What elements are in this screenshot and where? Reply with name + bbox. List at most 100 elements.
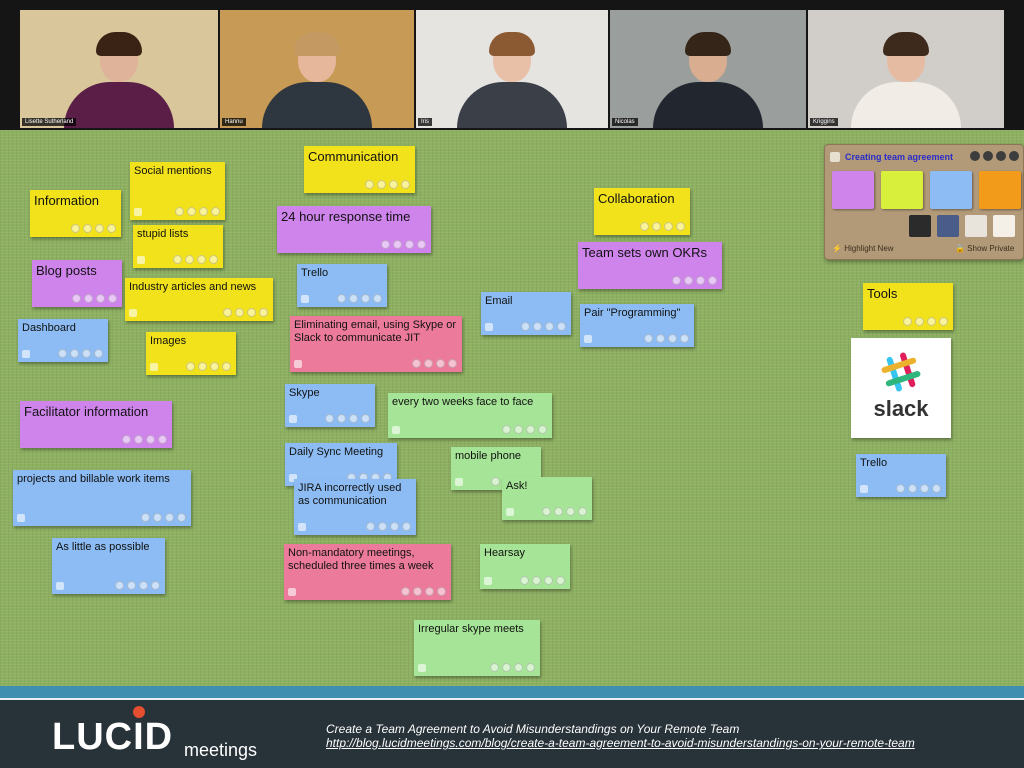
- note-action-icons[interactable]: [347, 473, 392, 482]
- sticky-note[interactable]: Facilitator information: [20, 401, 172, 448]
- sticky-note[interactable]: stupid lists: [133, 225, 223, 268]
- author-face-icon: [860, 485, 868, 493]
- note-text: Blog posts: [36, 263, 97, 278]
- slack-hash-icon: [881, 352, 921, 392]
- note-action-icons[interactable]: [71, 224, 116, 233]
- note-text: Trello: [860, 457, 888, 469]
- participant-figure: [653, 32, 763, 128]
- orange-note-swatch[interactable]: [979, 171, 1021, 209]
- note-text: Non-mandatory meetings, scheduled three …: [288, 547, 434, 572]
- note-text: Tools: [867, 286, 898, 301]
- note-action-icons[interactable]: [490, 663, 535, 672]
- video-tile-participant-2[interactable]: Hannu: [220, 10, 414, 128]
- author-face-icon: [455, 478, 463, 486]
- sticky-note[interactable]: Dashboard: [18, 319, 108, 362]
- sticky-note[interactable]: Blog posts: [32, 260, 122, 307]
- user-face-icon: [830, 152, 840, 162]
- note-action-icons[interactable]: [58, 349, 103, 358]
- author-face-icon: [22, 350, 30, 358]
- highlight-new-toggle[interactable]: ⚡ Highlight New: [832, 244, 894, 253]
- sticky-note-board[interactable]: Social mentions Communication Informatio…: [0, 130, 1024, 686]
- author-face-icon: [289, 474, 297, 482]
- sticky-note[interactable]: Information: [30, 190, 121, 237]
- sticky-note[interactable]: Hearsay: [480, 544, 570, 589]
- sticky-note[interactable]: Daily Sync Meeting: [285, 443, 397, 486]
- note-text: Trello: [301, 267, 329, 279]
- help-icon[interactable]: [970, 151, 980, 161]
- note-action-icons[interactable]: [672, 276, 717, 285]
- note-action-icons[interactable]: [366, 522, 411, 531]
- video-tile-participant-4[interactable]: Nicolas: [610, 10, 806, 128]
- sticky-note[interactable]: JIRA incorrectly used as communication: [294, 479, 416, 535]
- note-action-icons[interactable]: [115, 581, 160, 590]
- sticky-note[interactable]: Images: [146, 332, 236, 375]
- note-action-icons[interactable]: [640, 222, 685, 231]
- logo-subtitle: meetings: [184, 740, 258, 760]
- note-action-icons[interactable]: [325, 414, 370, 423]
- sticky-note[interactable]: Social mentions: [130, 162, 225, 220]
- sticky-note[interactable]: Team sets own OKRs: [578, 242, 722, 289]
- sticky-note[interactable]: 24 hour response time: [277, 206, 431, 253]
- show-private-toggle[interactable]: 🔒 Show Private: [955, 244, 1015, 253]
- info-icon[interactable]: [996, 151, 1006, 161]
- power-icon[interactable]: [1009, 151, 1019, 161]
- image-upload-icon[interactable]: [909, 215, 931, 237]
- note-action-icons[interactable]: [173, 255, 218, 264]
- film-strip-icon[interactable]: [937, 215, 959, 237]
- note-action-icons[interactable]: [520, 576, 565, 585]
- note-action-icons[interactable]: [542, 507, 587, 516]
- yellow-note-swatch[interactable]: [881, 171, 923, 209]
- caption-title: Create a Team Agreement to Avoid Misunde…: [326, 722, 740, 736]
- sticky-note[interactable]: Skype: [285, 384, 375, 427]
- note-action-icons[interactable]: [337, 294, 382, 303]
- note-action-icons[interactable]: [223, 308, 268, 317]
- note-action-icons[interactable]: [644, 334, 689, 343]
- note-action-icons[interactable]: [122, 435, 167, 444]
- sticky-note[interactable]: Eliminating email, using Skype or Slack …: [290, 316, 462, 372]
- sticky-note[interactable]: Email: [481, 292, 571, 335]
- note-action-icons[interactable]: [381, 240, 426, 249]
- note-action-icons[interactable]: [186, 362, 231, 371]
- note-palette-panel[interactable]: Creating team agreement ⚡ Highlight New …: [824, 144, 1024, 260]
- note-action-icons[interactable]: [175, 207, 220, 216]
- sticky-note[interactable]: Trello: [856, 454, 946, 497]
- sticky-note[interactable]: Ask!: [502, 477, 592, 520]
- note-action-icons[interactable]: [896, 484, 941, 493]
- note-text: Images: [150, 335, 187, 347]
- sticky-note[interactable]: As little as possible: [52, 538, 165, 594]
- sticky-note[interactable]: projects and billable work items: [13, 470, 191, 526]
- note-action-icons[interactable]: [141, 513, 186, 522]
- note-action-icons[interactable]: [72, 294, 117, 303]
- author-face-icon: [392, 426, 400, 434]
- video-tile-participant-1[interactable]: Lisette Sutherland: [20, 10, 218, 128]
- sticky-note[interactable]: Communication: [304, 146, 415, 193]
- sticky-note[interactable]: every two weeks face to face: [388, 393, 552, 438]
- note-action-icons[interactable]: [412, 359, 457, 368]
- board-title: Creating team agreement: [845, 152, 954, 162]
- paperclip-icon[interactable]: [965, 215, 987, 237]
- settings-icon[interactable]: [983, 151, 993, 161]
- note-action-icons[interactable]: [401, 587, 446, 596]
- sticky-note[interactable]: Irregular skype meets: [414, 620, 540, 676]
- sticky-note[interactable]: Tools: [863, 283, 953, 330]
- note-text: mobile phone: [455, 450, 522, 462]
- sticky-note[interactable]: Pair "Programming": [580, 304, 694, 347]
- sticky-note[interactable]: Non-mandatory meetings, scheduled three …: [284, 544, 451, 600]
- caption-link[interactable]: http://blog.lucidmeetings.com/blog/creat…: [326, 736, 915, 750]
- note-text: Eliminating email, using Skype or Slack …: [294, 319, 457, 344]
- blue-note-swatch[interactable]: [930, 171, 972, 209]
- palette-window-controls[interactable]: [970, 151, 1019, 161]
- note-action-icons[interactable]: [365, 180, 410, 189]
- sticky-note[interactable]: Collaboration: [594, 188, 690, 235]
- note-action-icons[interactable]: [502, 425, 547, 434]
- purple-note-swatch[interactable]: [832, 171, 874, 209]
- slack-logo-card[interactable]: slack: [851, 338, 951, 438]
- note-action-icons[interactable]: [903, 317, 948, 326]
- sticky-note[interactable]: Trello: [297, 264, 387, 307]
- note-action-icons[interactable]: [521, 322, 566, 331]
- video-tile-participant-5[interactable]: Kriggins: [808, 10, 1004, 128]
- blank-card-icon[interactable]: [993, 215, 1015, 237]
- sticky-note[interactable]: Industry articles and news: [125, 278, 273, 321]
- video-tile-participant-3[interactable]: Iris: [416, 10, 608, 128]
- author-face-icon: [418, 664, 426, 672]
